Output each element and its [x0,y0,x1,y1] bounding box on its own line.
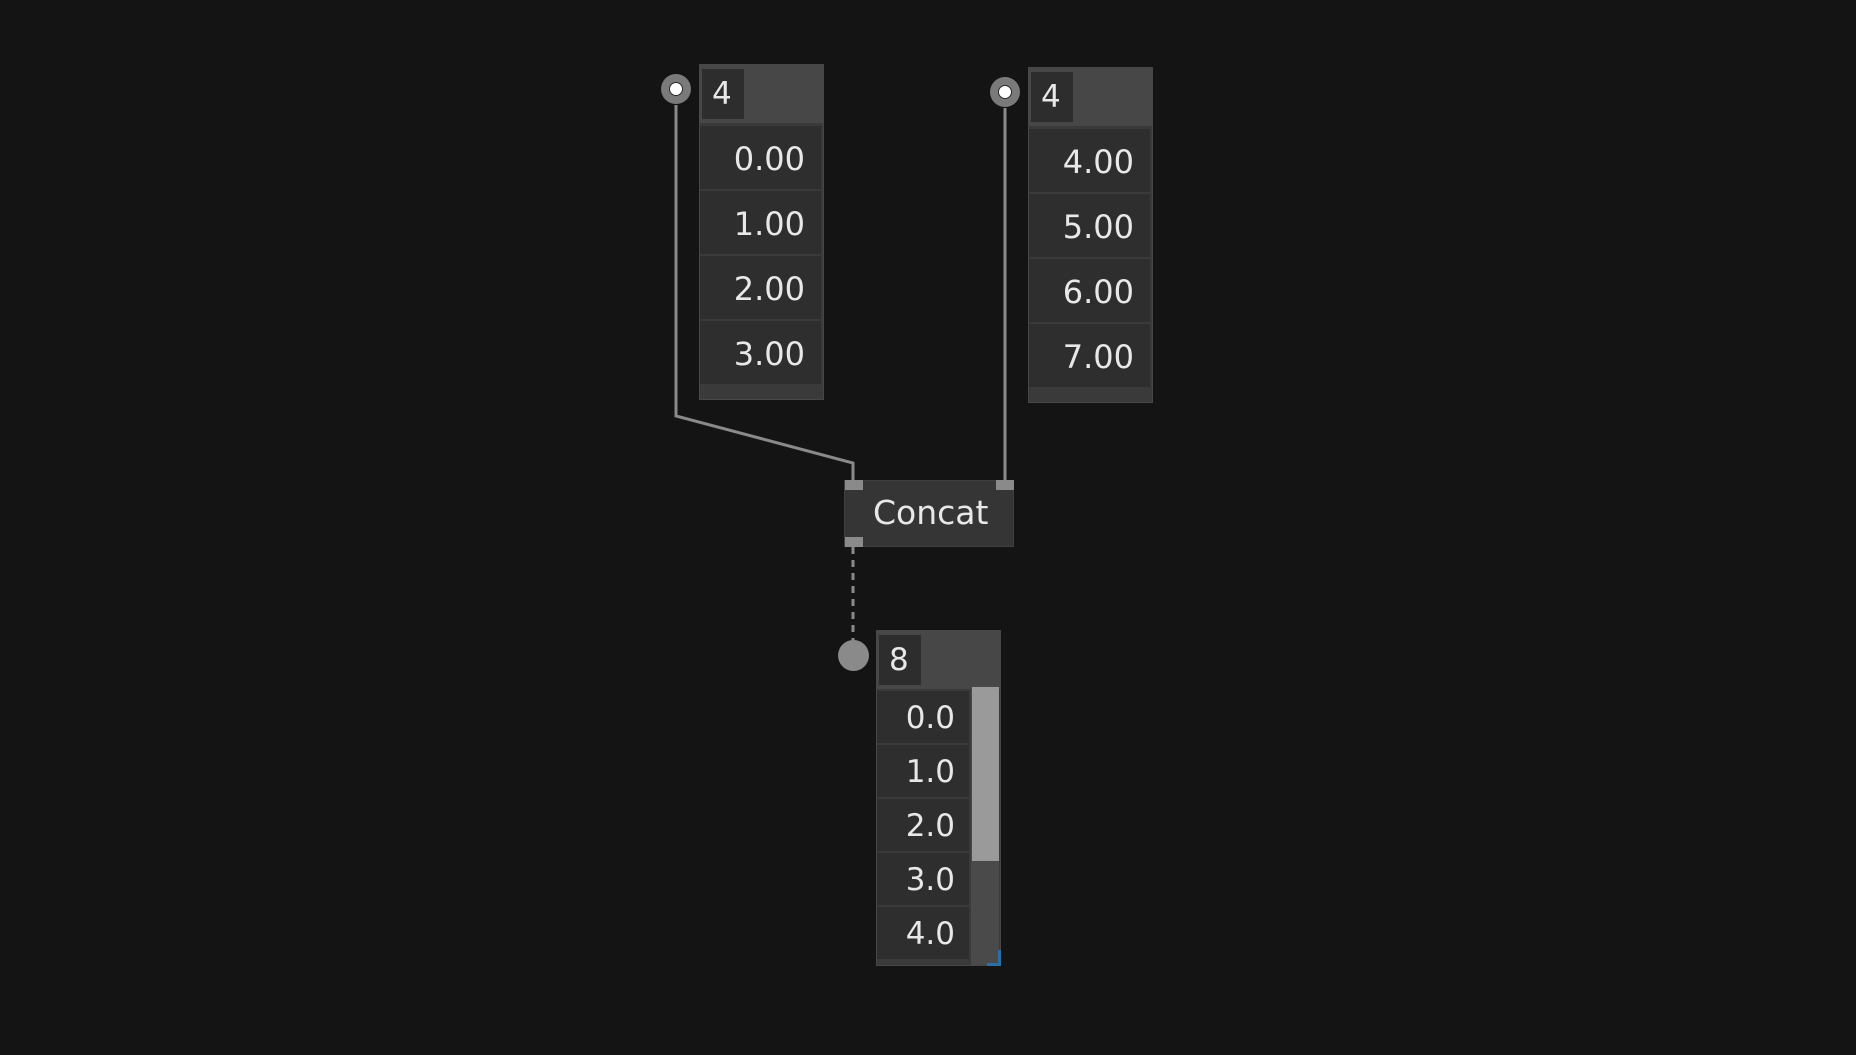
list-header[interactable]: 8 [877,631,1000,689]
value-field[interactable]: 4.00 [1029,129,1150,192]
value-list: 0.0 1.0 2.0 3.0 4.0 [877,691,969,961]
value-field[interactable]: 6.00 [1029,259,1150,322]
concat-input-port-a[interactable] [845,480,863,490]
value-field[interactable]: 0.0 [877,691,969,743]
concat-input-port-b[interactable] [996,480,1014,490]
list-header[interactable]: 4 [700,65,823,123]
concat-output-port[interactable] [845,537,863,547]
value-field[interactable]: 3.0 [877,853,969,905]
count-field[interactable]: 4 [702,69,744,119]
concat-node[interactable]: Concat [844,480,1014,547]
count-field[interactable]: 8 [879,635,921,685]
value-field[interactable]: 0.00 [700,126,821,189]
output-scrollbar-thumb[interactable] [972,687,999,861]
value-field[interactable]: 5.00 [1029,194,1150,257]
value-field[interactable]: 3.00 [700,321,821,384]
value-list: 0.00 1.00 2.00 3.00 [700,126,821,386]
input-list-b[interactable]: 4 4.00 5.00 6.00 7.00 [1028,67,1153,403]
count-field[interactable]: 4 [1031,72,1073,122]
value-field[interactable]: 7.00 [1029,324,1150,387]
input-a-pin[interactable] [661,74,691,104]
pin-hole-icon [669,82,683,96]
input-b-pin[interactable] [990,77,1020,107]
value-list: 4.00 5.00 6.00 7.00 [1029,129,1150,389]
value-field[interactable]: 4.0 [877,907,969,959]
value-field[interactable]: 2.00 [700,256,821,319]
input-list-a[interactable]: 4 0.00 1.00 2.00 3.00 [699,64,824,400]
list-header[interactable]: 4 [1029,68,1152,126]
resize-handle-icon[interactable] [987,950,1001,966]
pin-hole-icon [998,85,1012,99]
output-pin[interactable] [838,640,869,671]
node-title: Concat [873,493,989,532]
value-field[interactable]: 1.0 [877,745,969,797]
value-field[interactable]: 1.00 [700,191,821,254]
value-field[interactable]: 2.0 [877,799,969,851]
